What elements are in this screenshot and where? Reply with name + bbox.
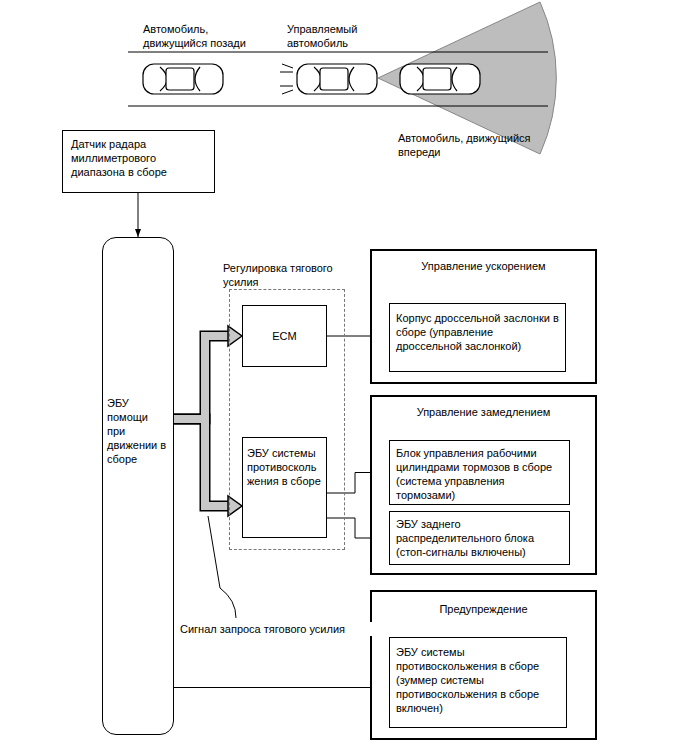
node-text: ECM — [247, 329, 322, 343]
process-box: ECM — [242, 305, 327, 367]
node-text: ЭБУ заднего распределительного блока (ст… — [396, 517, 563, 559]
signal-label: Сигнал запроса тягового усилия — [180, 622, 380, 636]
connector-line — [174, 687, 389, 688]
group-heading: Регулировка тягового усилия — [223, 261, 333, 289]
road-line — [128, 106, 548, 107]
process-box: ЭБУ системы противоскольжения в сборе (з… — [389, 637, 567, 728]
arrowhead — [228, 326, 242, 346]
node-text: Управление ускорением — [378, 259, 589, 273]
leader-line — [208, 516, 236, 618]
radar-sector — [378, 2, 556, 154]
car-front — [400, 64, 480, 94]
signal-arrow — [174, 419, 230, 506]
car-controlled — [297, 64, 377, 94]
node-text: Датчик радара миллиметрового диапазона в… — [71, 137, 206, 179]
process-box: ЭБУ системы противосколь жения в сборе — [242, 437, 327, 538]
arrowhead — [228, 496, 242, 516]
section-box: Управление ускорениемКорпус дроссельной … — [370, 249, 597, 384]
vehicle-label: Управляемый автомобиль — [287, 22, 397, 50]
road-line — [128, 52, 548, 53]
node-text: Предупреждение — [378, 602, 589, 616]
signal-arrow — [174, 419, 230, 506]
group-box: Регулировка тягового усилияECMЭБУ систем… — [229, 289, 345, 550]
process-box: Корпус дроссельной заслонки в сборе (упр… — [389, 303, 566, 372]
node-text: Управление замедлением — [378, 405, 589, 419]
node-text: ЭБУ системы противосколь жения в сборе — [247, 446, 322, 488]
node-text: Блок управления рабочими цилиндрами торм… — [396, 446, 563, 502]
connector — [135, 193, 141, 237]
process-box: Блок управления рабочими цилиндрами торм… — [389, 440, 570, 505]
signal-arrow — [174, 336, 230, 419]
vehicle-label: Автомобиль, движущийся впереди — [398, 131, 538, 159]
node-text: ЭБУ помощи при движении в сборе — [107, 396, 169, 466]
brake-light-rays — [280, 64, 293, 94]
vehicle-label: Автомобиль, движущийся позади — [143, 22, 273, 50]
section-box: Управление замедлениемБлок управления ра… — [370, 395, 597, 575]
ecu-box: ЭБУ помощи при движении в сборе — [102, 237, 174, 735]
process-box: ЭБУ заднего распределительного блока (ст… — [389, 511, 570, 565]
node-text: Корпус дроссельной заслонки в сборе (упр… — [396, 311, 559, 353]
car-rear — [143, 64, 223, 94]
sensor-box: Датчик радара миллиметрового диапазона в… — [62, 130, 215, 193]
node-text: ЭБУ системы противоскольжения в сборе (з… — [396, 645, 560, 715]
signal-arrow — [174, 336, 230, 419]
arrowhead — [135, 229, 141, 237]
section-box: ПредупреждениеЭБУ системы противоскольже… — [370, 590, 597, 740]
connector — [174, 685, 389, 691]
